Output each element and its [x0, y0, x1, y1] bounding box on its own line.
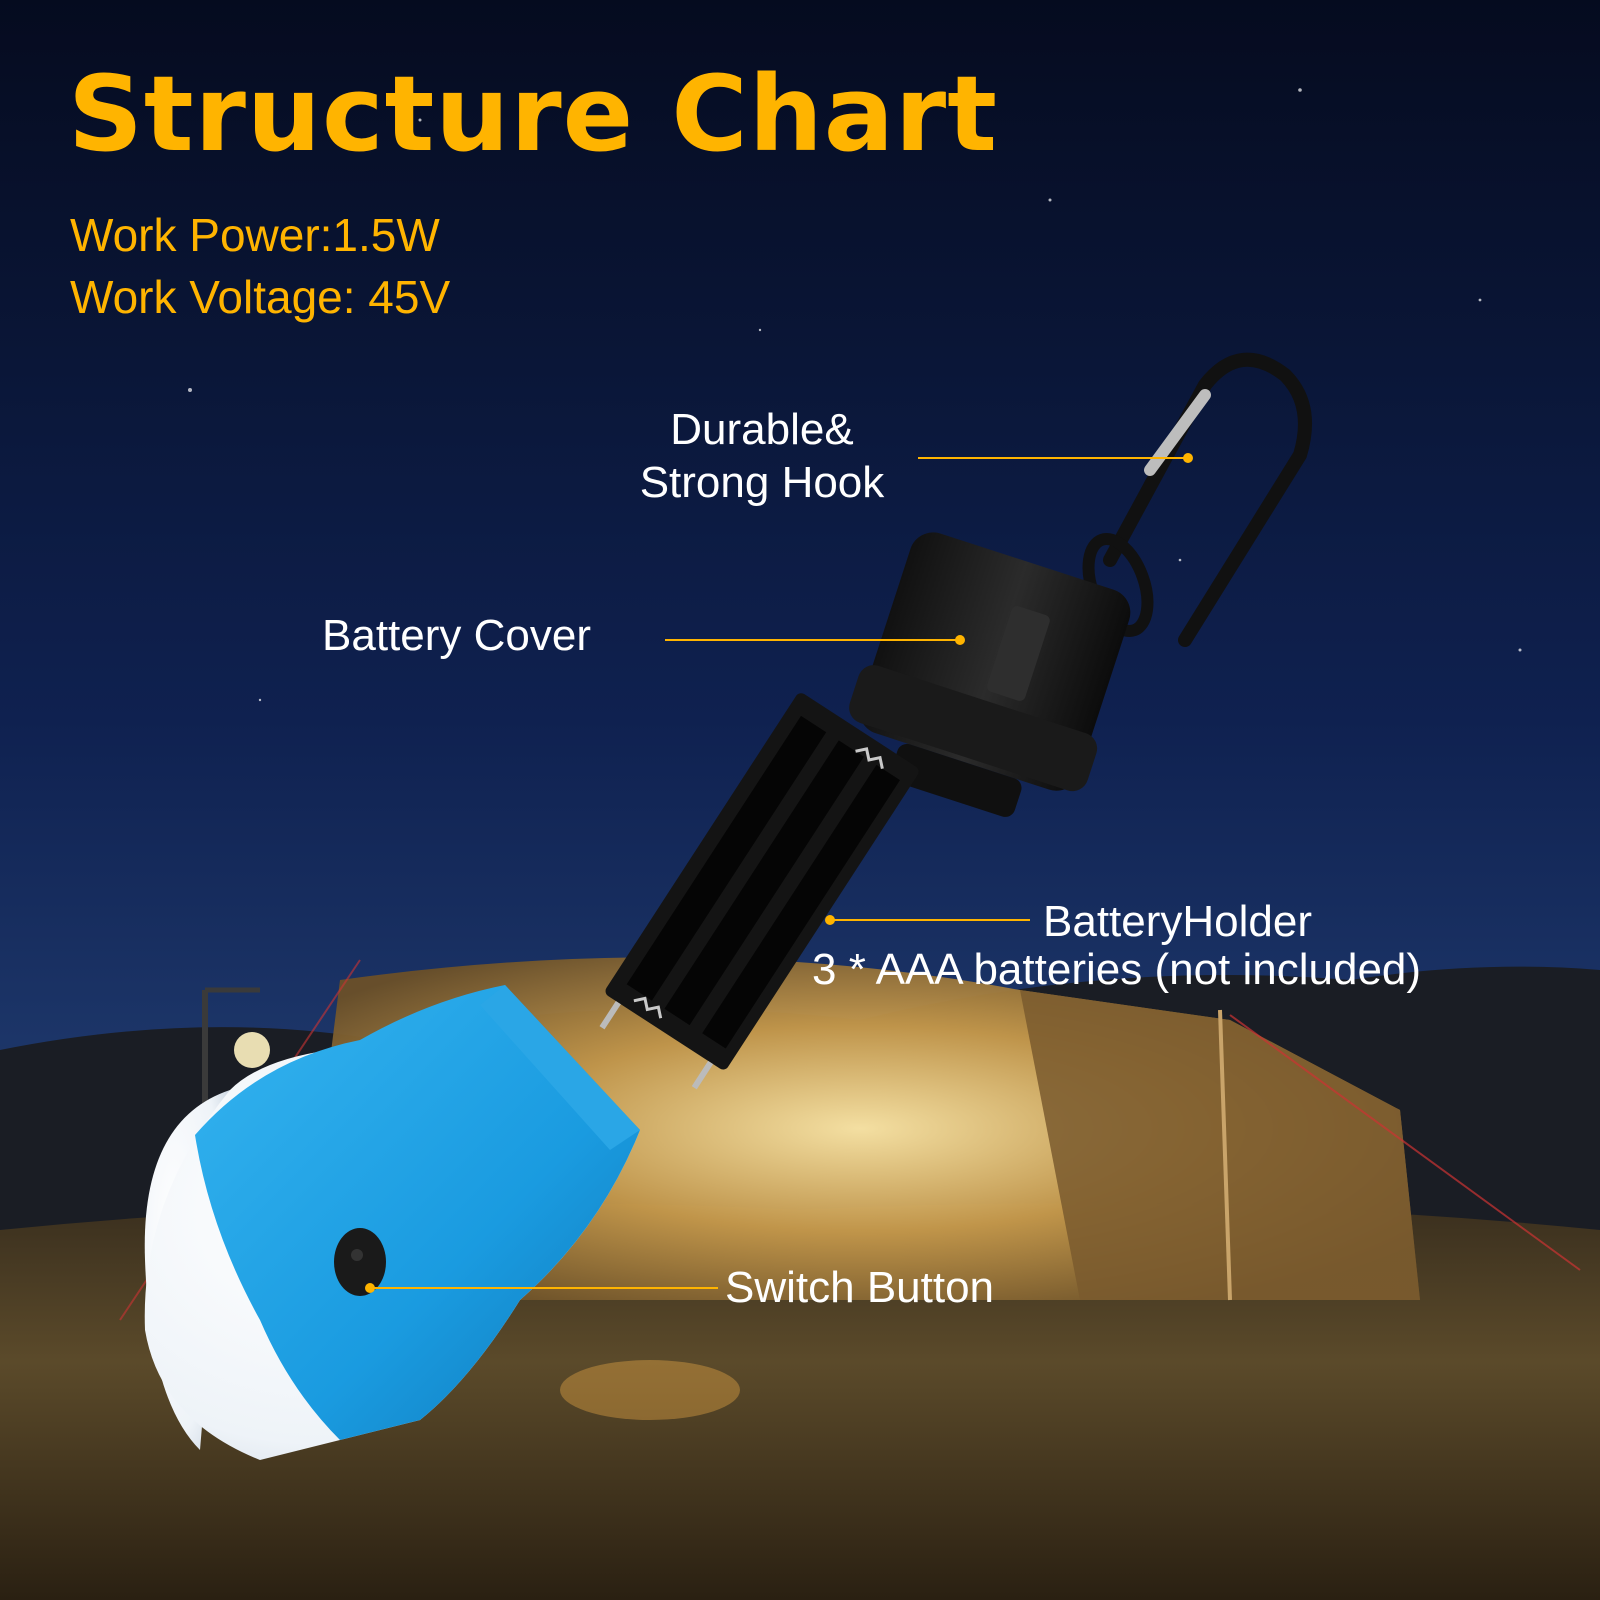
hook-callout-line1: Durable&	[670, 405, 854, 454]
battery-cover-shape	[849, 532, 1131, 817]
callout-lines	[370, 457, 1188, 1289]
hook-callout: Durable& Strong Hook	[612, 404, 912, 510]
battery-note-callout: 3 * AAA batteries (not included)	[812, 945, 1422, 994]
battery-cover-callout: Battery Cover	[322, 611, 591, 660]
work-voltage-spec: Work Voltage: 45V	[70, 271, 451, 323]
stars	[188, 88, 1522, 702]
callout-dots	[365, 453, 1193, 1293]
switch-button-callout: Switch Button	[725, 1263, 995, 1312]
battery-holder-shape	[599, 693, 919, 1090]
battery-holder-callout: BatteryHolder	[1043, 897, 1313, 946]
page-title: Structure Chart	[68, 53, 998, 175]
bulb-shape	[144, 985, 640, 1460]
work-power-spec: Work Power:1.5W	[70, 209, 440, 261]
hook-callout-line2: Strong Hook	[639, 457, 885, 507]
